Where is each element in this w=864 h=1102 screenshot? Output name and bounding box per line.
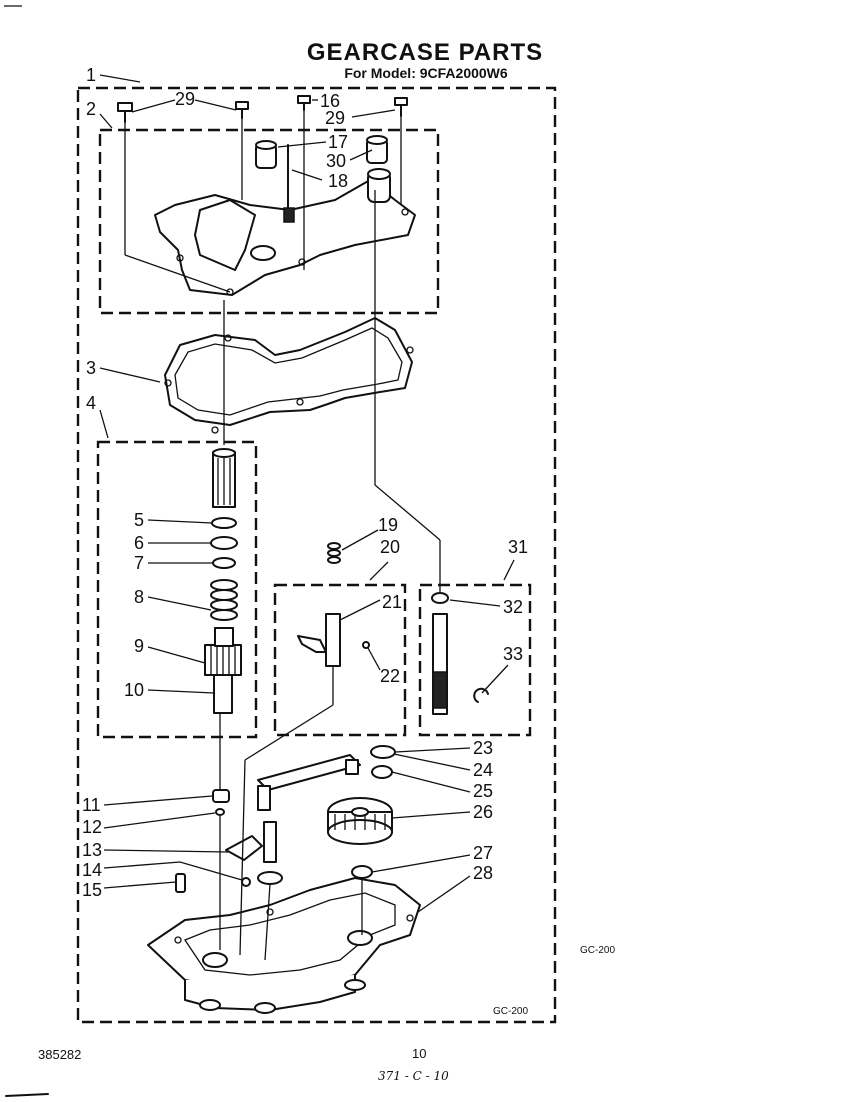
callout-label: 19 (378, 515, 398, 535)
shifter-group-box (273, 583, 407, 737)
gearcase-cover (154, 168, 416, 296)
callout-label: 15 (82, 880, 102, 900)
bushing-30 (366, 135, 388, 164)
callout-label: 5 (134, 510, 144, 530)
shifter-fork-21 (297, 613, 341, 667)
callout-label: 1 (86, 65, 96, 85)
handwritten-note: 371 - C - 10 (378, 1069, 449, 1083)
callout-label: 17 (328, 132, 348, 152)
washer-32 (431, 592, 449, 604)
callout-label: 20 (380, 537, 400, 557)
scan-mark-bottom (5, 1093, 49, 1097)
spring-19 (327, 542, 341, 564)
shift-lever-13 (225, 821, 283, 885)
callout-leaders (99, 74, 515, 913)
callout-label: 30 (326, 151, 346, 171)
washer-27 (351, 865, 373, 879)
callout-label: 14 (82, 860, 102, 880)
gearcase-base-28 (147, 877, 421, 1014)
callout-label: 18 (328, 171, 348, 191)
callout-label: 26 (473, 802, 493, 822)
clip-22 (362, 641, 370, 649)
drive-shaft (212, 448, 236, 508)
document-number: 385282 (38, 1047, 81, 1062)
alignment-lines (124, 110, 441, 961)
shaft-10 (213, 674, 233, 714)
callout-label: 31 (508, 537, 528, 557)
callout-label: 3 (86, 358, 96, 378)
callout-label: 22 (380, 666, 400, 686)
callout-label: 6 (134, 533, 144, 553)
bushing-25 (371, 765, 393, 779)
assembly-boundary (76, 86, 557, 1024)
washer-5 (211, 517, 237, 529)
roller-14 (241, 877, 251, 887)
screw-29-mid (235, 101, 249, 119)
pinion-shaft (432, 613, 448, 715)
cover-group-box (98, 128, 440, 315)
pin-15 (175, 873, 186, 893)
callout-label: 7 (134, 553, 144, 573)
callout-label: 2 (86, 99, 96, 119)
shaft-group-box (96, 440, 258, 739)
screw-29-left (117, 102, 133, 123)
seal-6 (210, 536, 238, 550)
callout-label: 8 (134, 587, 144, 607)
callout-label: 29 (175, 89, 195, 109)
callout-label: 23 (473, 738, 493, 758)
screw-16 (297, 95, 311, 111)
screw-29-right (394, 97, 408, 117)
washer-7 (212, 557, 236, 569)
model-subtitle: For Model: 9CFA2000W6 (344, 65, 508, 81)
callout-label: 12 (82, 817, 102, 837)
spring-8 (210, 579, 238, 621)
callout-label: 4 (86, 393, 96, 413)
drawing-code-side: GC-200 (580, 945, 615, 956)
callout-label: 10 (124, 680, 144, 700)
page-number: 10 (412, 1046, 426, 1061)
callout-label: 27 (473, 843, 493, 863)
washer-12 (215, 808, 225, 816)
diagram-title: GEARCASE PARTS (307, 39, 543, 66)
gear-26 (327, 797, 393, 845)
callout-label: 21 (382, 592, 402, 612)
callout-label: 32 (503, 597, 523, 617)
callout-label: 9 (134, 636, 144, 656)
gasket-3 (164, 317, 414, 434)
pinion-group-box (418, 583, 532, 737)
gear-9 (204, 627, 242, 676)
cap-11 (212, 789, 230, 803)
retaining-ring-33 (473, 687, 489, 703)
callout-labels: 1 2 29 16 29 17 30 18 3 4 5 6 7 8 9 10 1… (82, 65, 528, 900)
link-arm-23 (257, 754, 361, 811)
callout-label: 25 (473, 781, 493, 801)
bushing-17 (255, 140, 277, 169)
callout-label: 24 (473, 760, 493, 780)
callout-label: 11 (82, 795, 101, 815)
callout-label: 28 (473, 863, 493, 883)
callout-label: 33 (503, 644, 523, 664)
callout-label: 13 (82, 840, 102, 860)
callout-label: 29 (325, 108, 345, 128)
drawing-code-box: GC-200 (493, 1006, 528, 1017)
callout-label: 16 (320, 91, 340, 111)
washer-24 (370, 745, 396, 759)
